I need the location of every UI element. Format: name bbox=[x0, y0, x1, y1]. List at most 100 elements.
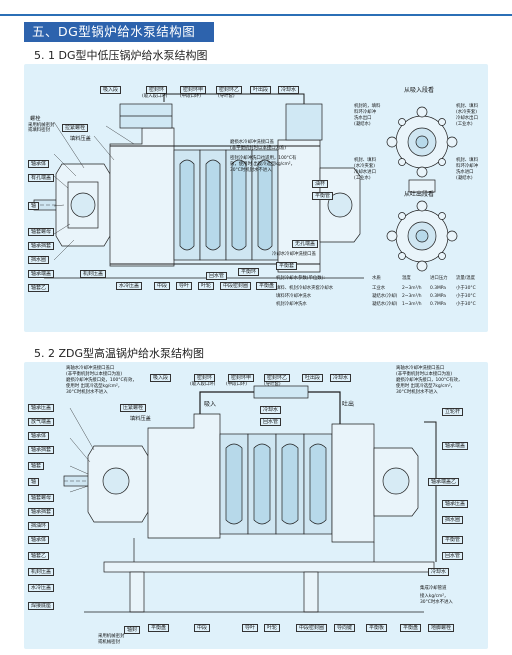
spec-r2-c2: 1~3m³/h bbox=[402, 302, 422, 307]
view-label-2: 料环冷却冲 bbox=[354, 110, 376, 115]
label-seal-ring-a: 密封环甲 bbox=[180, 86, 207, 94]
z-inner-cooling-water: 冷却水 bbox=[260, 406, 282, 414]
spec-r0-c4: 小于30°C bbox=[456, 286, 476, 291]
z-note-left-2: (非平衡机封时以本接口为准) bbox=[66, 372, 123, 377]
label-middle-section: 中段 bbox=[154, 282, 171, 290]
label-discharge-section: 叶出段 bbox=[250, 86, 272, 94]
spec-header-1: 水质 bbox=[372, 276, 381, 281]
diagram-panel-1: 吸入段 密封环 密封环甲 密封环乙 叶出段 冷却水 (吸入段口环) (中段口环)… bbox=[24, 64, 488, 332]
view-label-12: (工业水) bbox=[354, 176, 371, 181]
view-label-1: 机封的，填料 bbox=[354, 104, 381, 109]
spec-r2-c3: 0.7MPa bbox=[430, 302, 446, 307]
sublabel-suction-ring: (吸入段口环) bbox=[142, 94, 168, 99]
z-bottom-0: 轴封 bbox=[124, 626, 141, 634]
z-right-0: 立轮杆 bbox=[442, 408, 464, 416]
z-sublabel-1: (吸入段口环) bbox=[190, 382, 216, 387]
view-title-discharge: 从吐出段看 bbox=[404, 191, 435, 198]
spec-r0-c3: 0.3MPa bbox=[430, 286, 446, 291]
z-label-seal-ring-a: 密封环甲 bbox=[228, 374, 255, 382]
z-left-4: 轴套 bbox=[28, 462, 45, 470]
z-right-7: 冷却水 bbox=[428, 568, 450, 576]
spec-header-0: 机封冷却水参数(单位数): bbox=[276, 276, 325, 281]
z-label-discharge-section: 吐出段 bbox=[302, 374, 324, 382]
z-left-12: 水冷压盖 bbox=[28, 584, 55, 592]
view-label-14: 料环冷却冲 bbox=[456, 164, 478, 169]
label-oil-cup: 油杯 bbox=[312, 180, 329, 188]
label-mech-seal-gland: 机封压盖 bbox=[80, 270, 107, 278]
view-label-16: (凝结水) bbox=[456, 176, 473, 181]
label-return-pipe: 回水管 bbox=[206, 272, 228, 280]
label-holed-cover: 有孔端盖 bbox=[28, 174, 55, 182]
spec-r1-c4: 小于30°C bbox=[456, 294, 476, 299]
view-label-9: 机封、填料 bbox=[354, 158, 376, 163]
z-right-6: 回水管 bbox=[442, 552, 464, 560]
z-inner-return-pipe: 回水管 bbox=[260, 418, 282, 426]
label-bearing-cover: 轴承端盖 bbox=[28, 270, 55, 278]
label-packing-gland: 填料压盖 bbox=[70, 136, 91, 142]
z-note-left-3: 磨损冷却冲洗接口处，100°C有效， bbox=[66, 378, 137, 383]
view-label-11: 冷却水进口 bbox=[354, 170, 376, 175]
z-bottom-note-1: 采用机械密封 bbox=[98, 634, 125, 639]
spec-r0-c0: 填料、机封冷却水夹套冷却水 bbox=[276, 286, 334, 291]
z-right-2: 轴承端盖乙 bbox=[428, 478, 460, 486]
z-sublabel-3: (导叶套) bbox=[264, 382, 281, 387]
z-bottom-1: 平衡盘 bbox=[148, 624, 170, 632]
z-note-left-1: 离轴水冷却冲洗接口盖口 bbox=[66, 366, 115, 371]
spec-r1-c2: 2~3m³/h bbox=[402, 294, 422, 299]
z-label-cooling-water: 冷却水 bbox=[330, 374, 352, 382]
section-title: 五、DG型锅炉给水泵结构图 bbox=[24, 22, 214, 42]
z-left-6: 轴套螺母 bbox=[28, 494, 55, 502]
label-impeller: 叶轮 bbox=[198, 282, 215, 290]
spec-r0-c1: 工业水 bbox=[372, 286, 386, 291]
z-label-seal-ring: 密封环 bbox=[194, 374, 216, 382]
note-seal-2: 或填料密封 bbox=[28, 128, 50, 133]
spec-r0-c2: 2~3m³/h bbox=[402, 286, 422, 291]
pump-cross-section-2 bbox=[63, 385, 437, 613]
spec-r2-c0: 机封冷却冲洗水 bbox=[276, 302, 307, 307]
spec-r2-c1: 凝结水(冷却) bbox=[372, 302, 398, 307]
label-seal-ring-b: 密封环乙 bbox=[216, 86, 243, 94]
z-bottom-4: 叶轮 bbox=[264, 624, 281, 632]
spec-header-2: 温度 bbox=[402, 276, 411, 281]
label-tie-bolt: 拉紧螺栓 bbox=[62, 124, 89, 132]
z-right-note-3: 30°C时水不进入 bbox=[420, 600, 453, 605]
z-left-13: 焊接底座 bbox=[28, 602, 55, 610]
label-guide-vane: 导叶 bbox=[176, 282, 193, 290]
z-left-7: 轴承挡套 bbox=[28, 508, 55, 516]
z-left-10: 轴套乙 bbox=[28, 552, 50, 560]
z-left-3: 轴承挡套 bbox=[28, 446, 55, 454]
label-mid-seal: 中段密封圈 bbox=[220, 282, 252, 290]
z-right-5: 平衡管 bbox=[442, 536, 464, 544]
z-left-0: 轴承压盖 bbox=[28, 404, 55, 412]
note-seal-1: 采用机械密封 bbox=[28, 123, 55, 128]
z-bottom-8: 平衡盘 bbox=[400, 624, 422, 632]
z-left-11: 机封压盖 bbox=[28, 568, 55, 576]
label-bearing-body: 轴承体 bbox=[28, 160, 50, 168]
view-label-15: 洗水进口 bbox=[456, 170, 474, 175]
note-cooling-flush: 冷却水冷却冲洗接口盖 bbox=[272, 252, 316, 257]
pump-cross-section-1 bbox=[33, 93, 458, 279]
label-balance-disc: 平衡盘 bbox=[256, 282, 278, 290]
label-cooling-water: 冷却水 bbox=[278, 86, 300, 94]
spec-r1-c1: 凝结水(冷却) bbox=[372, 294, 398, 299]
sublabel-mid-ring: (中段口环) bbox=[180, 94, 201, 99]
z-right-3: 轴承压盖 bbox=[442, 500, 469, 508]
z-note-left-4: 使用时 出现冷选型kg/cm²， bbox=[66, 384, 123, 389]
view-label-10: (水冷夹套) bbox=[354, 164, 375, 169]
label-sleeve-nut: 轴套螺母 bbox=[28, 228, 55, 236]
z-left-5: 轴 bbox=[28, 478, 40, 486]
z-note-right-5: 30°C时机封水不进入 bbox=[396, 390, 438, 395]
z-bottom-3: 导叶 bbox=[242, 624, 259, 632]
view-label-3: 洗水出口 bbox=[354, 116, 372, 121]
note-flow-2: 效，使用时 出现冷选型kg/cm²， bbox=[230, 162, 295, 167]
z-left-9: 轴承体 bbox=[28, 536, 50, 544]
z-inner-tie-bolt: 压紧螺栓 bbox=[120, 404, 147, 412]
view-label-4: (凝结水) bbox=[354, 122, 371, 127]
spec-header-3: 进口压力 bbox=[430, 276, 448, 281]
note-flow-1: 密封冷却冲洗口也适用，100°C有 bbox=[230, 156, 297, 161]
label-bearing-spacer: 轴承挡套 bbox=[28, 242, 55, 250]
subsection-title-2: 5. 2 ZDG型高温锅炉给水泵结构图 bbox=[34, 347, 205, 360]
label-shaft: 轴 bbox=[28, 202, 40, 210]
z-label-seal-ring-b: 密封环乙 bbox=[264, 374, 291, 382]
z-inner-packing-gland: 填料压盖 bbox=[130, 416, 151, 422]
